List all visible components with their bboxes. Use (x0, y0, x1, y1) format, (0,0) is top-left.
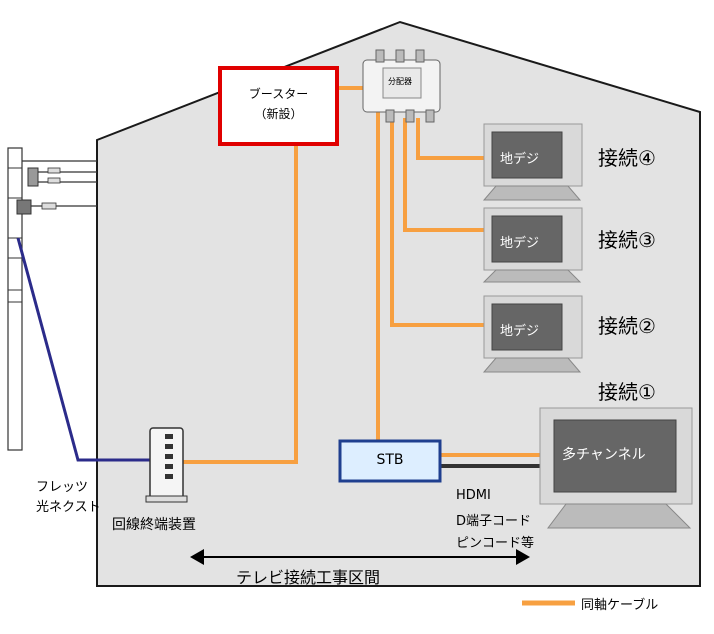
stb-box (338, 439, 442, 483)
coax-cables (183, 86, 540, 464)
tv-1-multichannel (539, 407, 693, 529)
multichannel-label: 多チャンネル (562, 447, 646, 463)
range-arrow (190, 549, 530, 565)
utility-pole (7, 147, 97, 451)
cable-type-hdmi: HDMI (456, 488, 491, 503)
flets-label-2: 光ネクスト (36, 500, 101, 515)
tv-4 (482, 123, 583, 201)
cable-type-pin: ピンコード等 (456, 536, 535, 551)
connection-2-label: 接続② (598, 314, 656, 338)
tv-3 (482, 207, 583, 283)
tv-3-label: 地デジ (500, 236, 540, 251)
range-label: テレビ接続工事区間 (236, 568, 381, 587)
onu-label: 回線終端装置 (112, 517, 196, 533)
booster-box (218, 66, 339, 146)
fiber-line (16, 237, 150, 462)
tv-2-label: 地デジ (500, 324, 540, 339)
flets-label-1: フレッツ (36, 480, 89, 495)
splitter-label: 分配器 (388, 77, 412, 86)
stb-label: STB (376, 452, 404, 468)
connection-4-label: 接続④ (598, 146, 656, 170)
tv-4-label: 地デジ (500, 152, 540, 167)
onu-device (145, 427, 188, 503)
booster-label-2: （新設） (254, 107, 303, 121)
tv-2 (482, 295, 583, 373)
cable-type-d-terminal: D端子コード (456, 514, 532, 529)
connection-3-label: 接続③ (598, 228, 656, 252)
splitter-device (362, 49, 441, 123)
connection-1-label: 接続① (598, 380, 656, 404)
legend-label: 同軸ケーブル (581, 598, 659, 613)
booster-label-1: ブースター (248, 87, 309, 101)
